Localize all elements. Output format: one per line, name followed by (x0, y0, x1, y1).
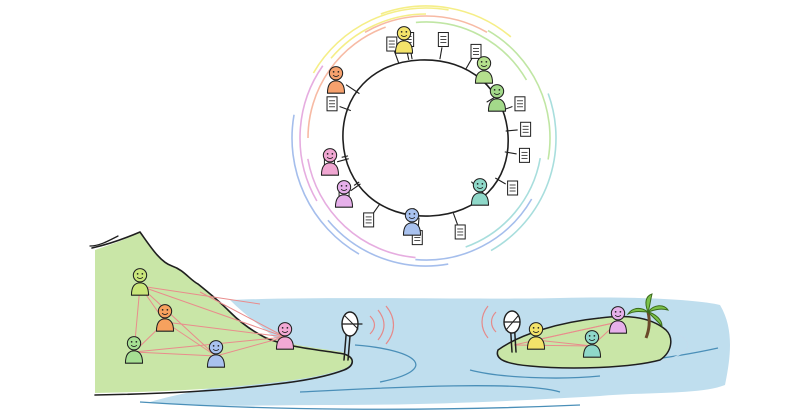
person-icon (124, 336, 144, 364)
person-icon (275, 322, 295, 350)
person-icon (155, 304, 175, 332)
document-icon (518, 147, 530, 163)
person-icon (470, 178, 490, 206)
person-icon (608, 306, 628, 334)
person-icon (334, 180, 354, 208)
person-icon (526, 322, 546, 350)
document-icon (386, 36, 398, 52)
ring-documents (323, 32, 532, 246)
ring-arcs (291, 5, 557, 267)
person-icon (474, 56, 494, 84)
antenna-icon (481, 305, 521, 353)
document-icon (470, 43, 482, 59)
palm-tree-icon (626, 293, 670, 339)
left-island-people (124, 268, 295, 368)
person-icon (402, 208, 422, 236)
person-icon (206, 340, 226, 368)
right-island-people (526, 306, 628, 358)
person-icon (394, 26, 414, 54)
document-icon (514, 96, 526, 112)
left-island-links (133, 285, 286, 357)
antenna-icon (341, 305, 395, 361)
person-icon (320, 148, 340, 176)
document-icon (507, 180, 519, 196)
person-icon (582, 330, 602, 358)
left-island (89, 231, 354, 396)
document-icon (326, 96, 338, 112)
document-icon (454, 224, 466, 240)
person-icon (487, 84, 507, 112)
document-icon (363, 212, 375, 228)
document-icon (520, 121, 532, 137)
person-icon (326, 66, 346, 94)
ring-people (320, 26, 507, 236)
person-icon (130, 268, 150, 296)
document-icon (437, 32, 449, 48)
